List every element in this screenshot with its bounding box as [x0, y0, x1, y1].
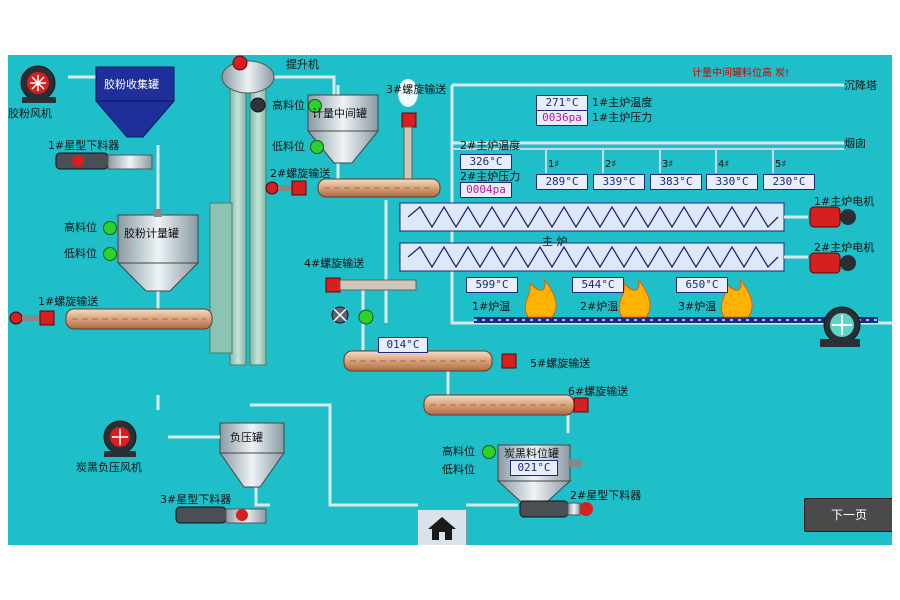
- burner-1-value: 599°C: [466, 277, 518, 293]
- zone-3-label: 3♯: [662, 159, 674, 170]
- furnace-motor-2-icon: [809, 252, 856, 274]
- high-level-3-label: 高料位: [442, 445, 475, 458]
- chimney-label: 烟囱: [844, 137, 866, 150]
- low-level-1-label: 低料位: [64, 247, 97, 260]
- screw-4-icon: [325, 277, 417, 293]
- star-feeder-2-icon: [519, 500, 593, 518]
- screw-3-icon: [398, 79, 418, 188]
- star-feeder-2-label: 2#星型下料器: [570, 489, 642, 502]
- screw-5-temp-value: 014°C: [378, 337, 428, 353]
- settling-tower-label: 沉降塔: [844, 79, 877, 92]
- zone-2-value: 339°C: [593, 174, 645, 190]
- flame-icon-3: [720, 278, 753, 318]
- screw-5-icon: [343, 350, 517, 372]
- star-feeder-3-label: 3#星型下料器: [160, 493, 232, 506]
- low-level-3-label: 低料位: [442, 463, 475, 476]
- exhaust-fan-icon: [820, 306, 861, 347]
- screw-2-label: 2#螺旋输送: [270, 167, 331, 180]
- mid-tank-label: 计量中间罐: [312, 107, 367, 120]
- zone-1-value: 289°C: [536, 174, 588, 190]
- home-icon: [428, 517, 456, 540]
- furnace1-pressure-label: 1#主炉压力: [592, 111, 653, 124]
- low-level-2-indicator: [310, 140, 324, 154]
- alarm-text: 计量中间罐料位高 炭!: [692, 68, 790, 79]
- zone-5-value: 230°C: [763, 174, 815, 190]
- zone-3-value: 383°C: [650, 174, 702, 190]
- elevator-label: 提升机: [286, 58, 319, 71]
- screw-6-label: 6#螺旋输送: [568, 385, 629, 398]
- hmi-screen: 计量中间罐料位高 炭! 胶粉风机 胶粉收集罐 1#星型下料器 高料位 低料位 胶…: [8, 55, 892, 545]
- screw-5-label: 5#螺旋输送: [530, 357, 591, 370]
- furnace2-pressure-label: 2#主炉压力: [460, 170, 521, 183]
- star-feeder-1-label: 1#星型下料器: [48, 139, 120, 152]
- high-level-2-indicator: [308, 99, 322, 113]
- home-button[interactable]: [417, 509, 467, 545]
- flame-icon-1: [524, 278, 557, 318]
- zone-2-label: 2♯: [605, 159, 617, 170]
- low-level-1-indicator: [103, 247, 117, 261]
- furnace1-temp-value: 271°C: [536, 95, 588, 111]
- furnace1-pressure-value: 0036pa: [536, 110, 588, 126]
- high-level-1-indicator: [103, 221, 117, 235]
- burner-2-label: 2#炉温: [580, 300, 619, 313]
- high-level-3-indicator: [482, 445, 496, 459]
- carbon-tank-label: 炭黑料位罐: [504, 447, 559, 460]
- neg-tank-label: 负压罐: [230, 431, 263, 444]
- burner-2-value: 544°C: [572, 277, 624, 293]
- screw-3-label: 3#螺旋输送: [386, 83, 447, 96]
- screw-1-icon: [9, 308, 213, 330]
- powder-tank-label: 胶粉收集罐: [104, 78, 159, 91]
- carbon-tank-temp-value: 021°C: [510, 460, 558, 476]
- powder-fan-icon: [20, 65, 56, 103]
- flame-icon-2: [618, 278, 651, 318]
- burner-1-label: 1#炉温: [472, 300, 511, 313]
- screw-6-icon: [423, 394, 589, 416]
- furnace-motor-1-icon: [809, 206, 856, 228]
- powder-fan-label: 胶粉风机: [8, 107, 52, 120]
- furnace-motor-1-label: 1#主炉电机: [814, 195, 875, 208]
- furnace2-temp-label: 2#主炉温度: [460, 139, 521, 152]
- high-level-1-label: 高料位: [64, 221, 97, 234]
- furnace2-temp-value: 326°C: [460, 154, 512, 170]
- star-feeder-3-icon: [175, 506, 267, 524]
- main-furnace-icon: [399, 202, 808, 272]
- metering-tank-label: 胶粉计量罐: [124, 227, 179, 240]
- high-level-2-label: 高料位: [272, 99, 305, 112]
- valve-icon: [331, 306, 374, 325]
- zone-5-label: 5♯: [775, 159, 787, 170]
- metering-tank-icon: [116, 209, 200, 292]
- furnace-motor-2-label: 2#主炉电机: [814, 241, 875, 254]
- furnace1-temp-label: 1#主炉温度: [592, 96, 653, 109]
- process-diagram: [9, 55, 892, 524]
- next-page-button[interactable]: 下一页: [804, 498, 892, 532]
- burner-3-label: 3#炉温: [678, 300, 717, 313]
- star-feeder-1-icon: [55, 152, 153, 170]
- screw-1-label: 1#螺旋输送: [38, 295, 99, 308]
- main-furnace-label: 主 炉: [542, 235, 568, 248]
- zone-4-label: 4♯: [718, 159, 730, 170]
- screw-2-icon: [265, 178, 441, 198]
- screw-4-label: 4#螺旋输送: [304, 257, 365, 270]
- furnace2-pressure-value: 0004pa: [460, 182, 512, 198]
- burner-3-value: 650°C: [676, 277, 728, 293]
- powder-tank-icon: [94, 66, 176, 138]
- zone-1-label: 1♯: [548, 159, 560, 170]
- neg-tank-icon: [168, 422, 285, 488]
- carbon-fan-label: 炭黑负压风机: [76, 461, 142, 474]
- low-level-2-label: 低料位: [272, 140, 305, 153]
- carbon-fan-icon: [103, 420, 137, 457]
- zone-4-value: 330°C: [706, 174, 758, 190]
